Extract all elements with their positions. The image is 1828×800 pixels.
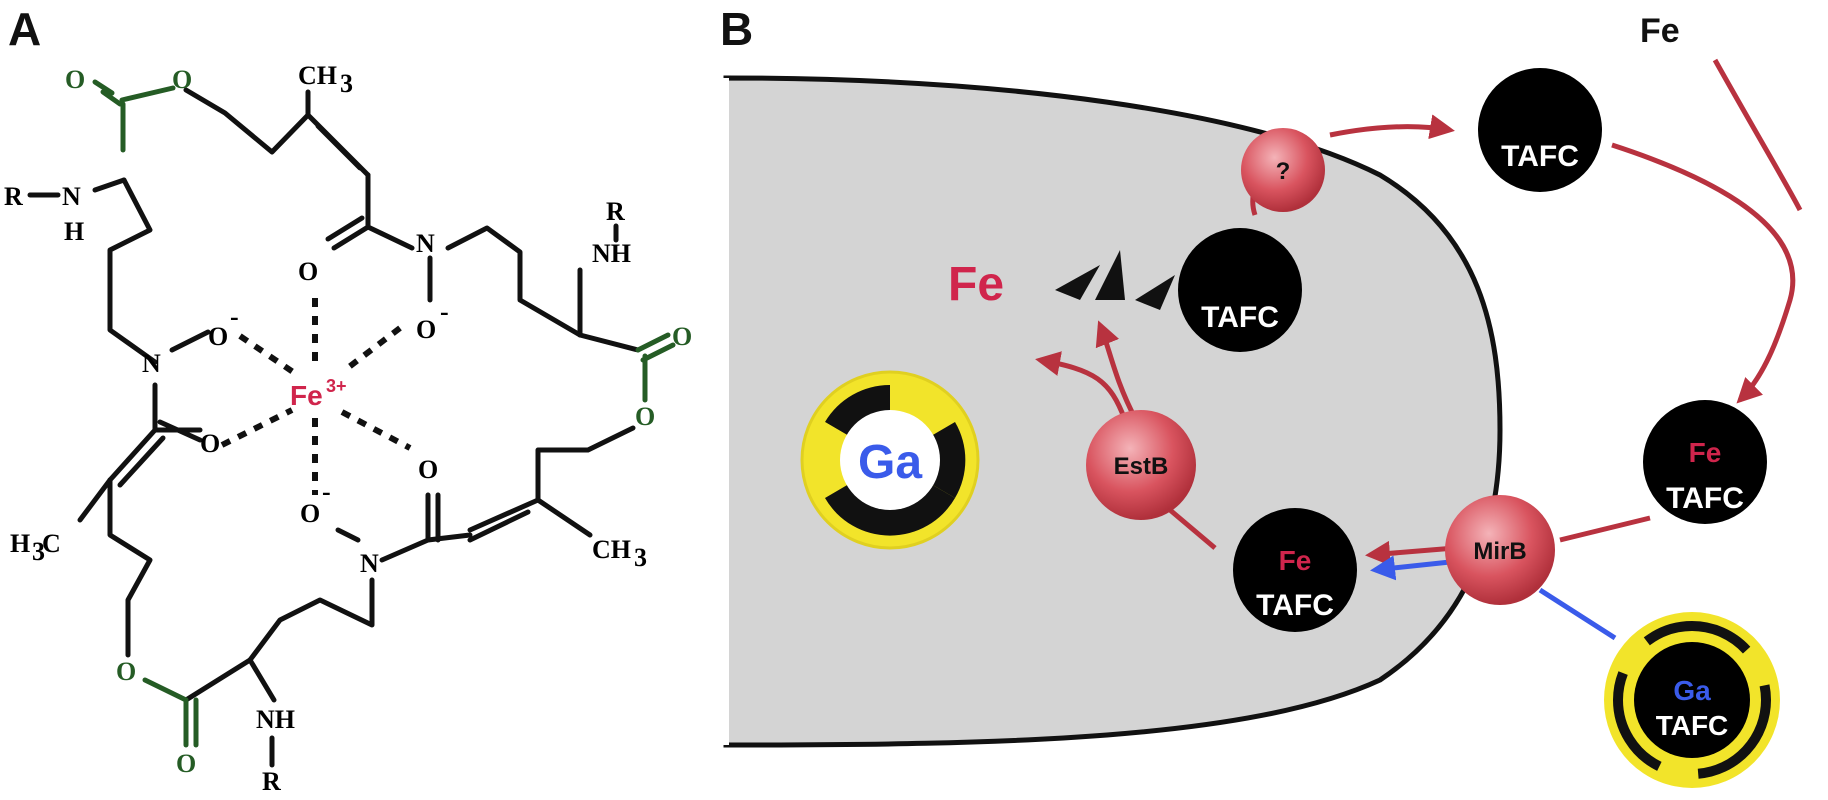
line-gatafc-mirb — [1538, 587, 1617, 641]
mirb-label: MirB — [1473, 538, 1526, 565]
label-r2: R — [606, 197, 625, 226]
gatafc-complex — [1604, 612, 1780, 788]
label-h3c-sub: 3 — [32, 537, 45, 566]
label-o2: O — [172, 65, 192, 94]
label-ch3-top: CH — [298, 61, 337, 90]
label-o12: O — [176, 749, 196, 778]
label-o7: O — [635, 402, 655, 431]
ga-radioactive-icon — [800, 370, 980, 550]
label-h3c: H — [10, 529, 30, 558]
estb-label: EstB — [1114, 453, 1169, 480]
line-tafc-estb — [1168, 508, 1217, 550]
label-o10: O — [300, 499, 320, 528]
unknown-transporter-label: ? — [1276, 158, 1291, 185]
arrow-mirb-red — [1365, 540, 1456, 566]
label-n4: N — [360, 549, 379, 578]
line-fetafc-mirb — [1559, 515, 1651, 543]
gatafc-ga: Ga — [1673, 675, 1711, 706]
fetafc-inside-fe: Fe — [1279, 545, 1312, 576]
arrow-mirb-blue — [1370, 555, 1451, 581]
center-charge: 3+ — [326, 376, 347, 396]
arrow-estb-fe — [1035, 351, 1128, 421]
label-minus5: - — [230, 302, 239, 331]
label-ch3-top-sub: 3 — [340, 69, 353, 98]
label-o8: O — [200, 429, 220, 458]
label-o1: O — [65, 65, 85, 94]
tafc-outside-label: TAFC — [1501, 140, 1579, 173]
label-r1: R — [4, 182, 23, 211]
center-fe: Fe — [290, 380, 323, 411]
label-o9: O — [418, 455, 438, 484]
estb-enzyme — [1086, 410, 1196, 520]
label-nh2: NH — [592, 239, 631, 268]
fe-released: Fe — [948, 258, 1004, 311]
label-o4: O — [416, 315, 436, 344]
fe-environment: Fe — [1640, 12, 1680, 50]
gatafc-label: TAFC — [1656, 710, 1729, 741]
tafc-structure — [27, 79, 676, 748]
label-r3: R — [262, 767, 281, 796]
label-ch3-right: CH — [592, 535, 631, 564]
label-o5: O — [208, 322, 228, 351]
fetafc-outside-fe: Fe — [1689, 437, 1722, 468]
label-n1: N — [62, 182, 81, 211]
tafc-inside — [1178, 228, 1302, 352]
mirb-transporter — [1445, 495, 1555, 605]
label-ch3-right-sub: 3 — [634, 543, 647, 572]
panel-label-a: A — [8, 3, 41, 55]
ga-label: Ga — [858, 436, 922, 489]
label-o6: O — [672, 322, 692, 351]
tafc-outside — [1478, 68, 1602, 192]
label-h3c-c: C — [42, 529, 61, 558]
tafc-fragments — [1055, 250, 1175, 310]
fetafc-inside — [1233, 508, 1357, 632]
label-o3: O — [298, 257, 318, 286]
arrow-fe-in — [1712, 58, 1803, 212]
arrow-export-out — [1329, 114, 1455, 140]
label-n3: N — [142, 349, 161, 378]
label-minus4: - — [440, 297, 449, 326]
label-nh3: NH — [256, 705, 295, 734]
label-n2: N — [416, 229, 435, 258]
label-minus10: - — [322, 477, 331, 506]
fetafc-outside-label: TAFC — [1666, 482, 1744, 515]
arrow-estb-break — [1095, 320, 1138, 420]
arrow-to-fetafc — [1611, 142, 1796, 404]
fetafc-outside — [1643, 400, 1767, 524]
label-h1: H — [64, 217, 84, 246]
fetafc-inside-label: TAFC — [1256, 589, 1334, 622]
atom-labels: CH 3 O O R N H R NH O N O - O - N O O Fe… — [4, 61, 692, 796]
unknown-transporter — [1241, 128, 1325, 212]
label-o11: O — [116, 657, 136, 686]
tafc-inside-label: TAFC — [1201, 301, 1279, 334]
panel-label-b: B — [720, 3, 753, 55]
